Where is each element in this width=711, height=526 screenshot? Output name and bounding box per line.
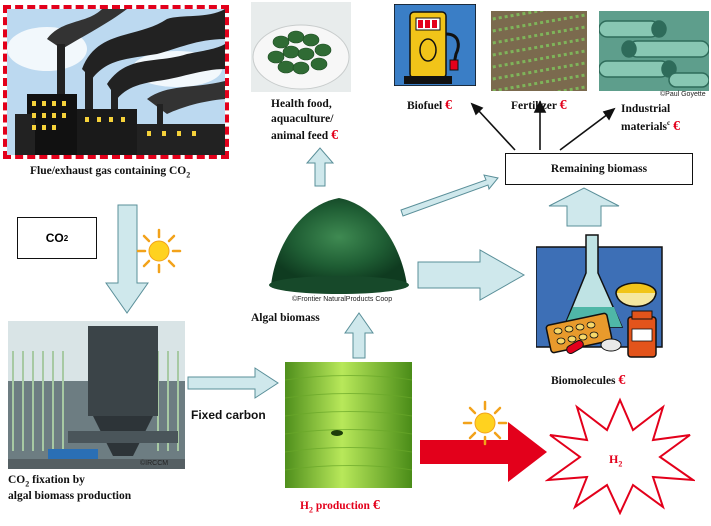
h2-burst-label: H2 [609, 452, 623, 469]
biofuel-caption: Biofuel € [407, 98, 453, 113]
fuel-pump-image [394, 4, 476, 86]
fixed-carbon-label: Fixed carbon [191, 408, 266, 422]
arrow-remaining-to-biofuel [477, 109, 516, 151]
fixation-caption-line2: algal biomass production [8, 490, 132, 503]
flue-gas-panel [3, 5, 229, 159]
arrow-biomass-to-biomolecules [417, 249, 526, 301]
arrow-fixation-to-culture [187, 367, 279, 399]
sun-icon-h2 [462, 400, 508, 446]
arrow-flue-to-fixation [105, 204, 149, 314]
industrial-caption: Industrial materialsc € [621, 102, 680, 136]
health-food-caption: Health food, aquaculture/ animal feed € [271, 97, 338, 145]
health-food-line2: aquaculture/ [271, 112, 334, 125]
biomolecules-caption: Biomolecules € [551, 373, 626, 388]
arrow-culture-to-biomass [344, 312, 374, 359]
health-food-line3: animal feed € [271, 127, 339, 143]
green-tubes-image [599, 11, 709, 91]
industrial-line1: Industrial [621, 103, 671, 115]
algal-biomass-image [269, 198, 409, 294]
industrial-line2: materialsc € [621, 118, 680, 134]
irccm-credit: ©IRCCM [140, 460, 169, 467]
arrow-biomass-to-remaining [400, 174, 499, 217]
h2-burst [545, 397, 695, 515]
pills-bowl-image [251, 2, 351, 92]
remaining-biomass-label: Remaining biomass [550, 162, 648, 175]
health-food-line1: Health food, [271, 98, 332, 110]
flue-gas-caption: Flue/exhaust gas containing CO2 [30, 165, 191, 180]
lab-flasks-image [536, 234, 663, 358]
h2-production-caption: H2 production € [300, 498, 380, 515]
fixation-photo [8, 321, 185, 469]
algal-biomass-caption: Algal biomass [251, 312, 320, 324]
frontier-credit: ©Frontier NaturalProducts Coop [292, 296, 393, 303]
remaining-biomass-box: Remaining biomass [505, 153, 693, 185]
arrow-culture-to-h2 [420, 422, 547, 482]
sun-icon [136, 228, 182, 274]
fertilizer-caption: Fertilizer € [511, 98, 567, 113]
fixation-caption-line1: CO2 fixation by [8, 474, 85, 489]
arrow-biomass-to-healthfood [305, 147, 335, 187]
goyette-credit: ©Paul Goyette [660, 91, 706, 98]
factory-illustration [7, 9, 225, 155]
fixation-caption: CO2 fixation by algal biomass production [8, 473, 131, 504]
arrow-remaining-to-industrial [559, 113, 609, 151]
arrow-biomolecules-to-remaining [548, 187, 620, 227]
h2-culture-photo [285, 362, 412, 488]
crop-field-image [491, 11, 587, 91]
